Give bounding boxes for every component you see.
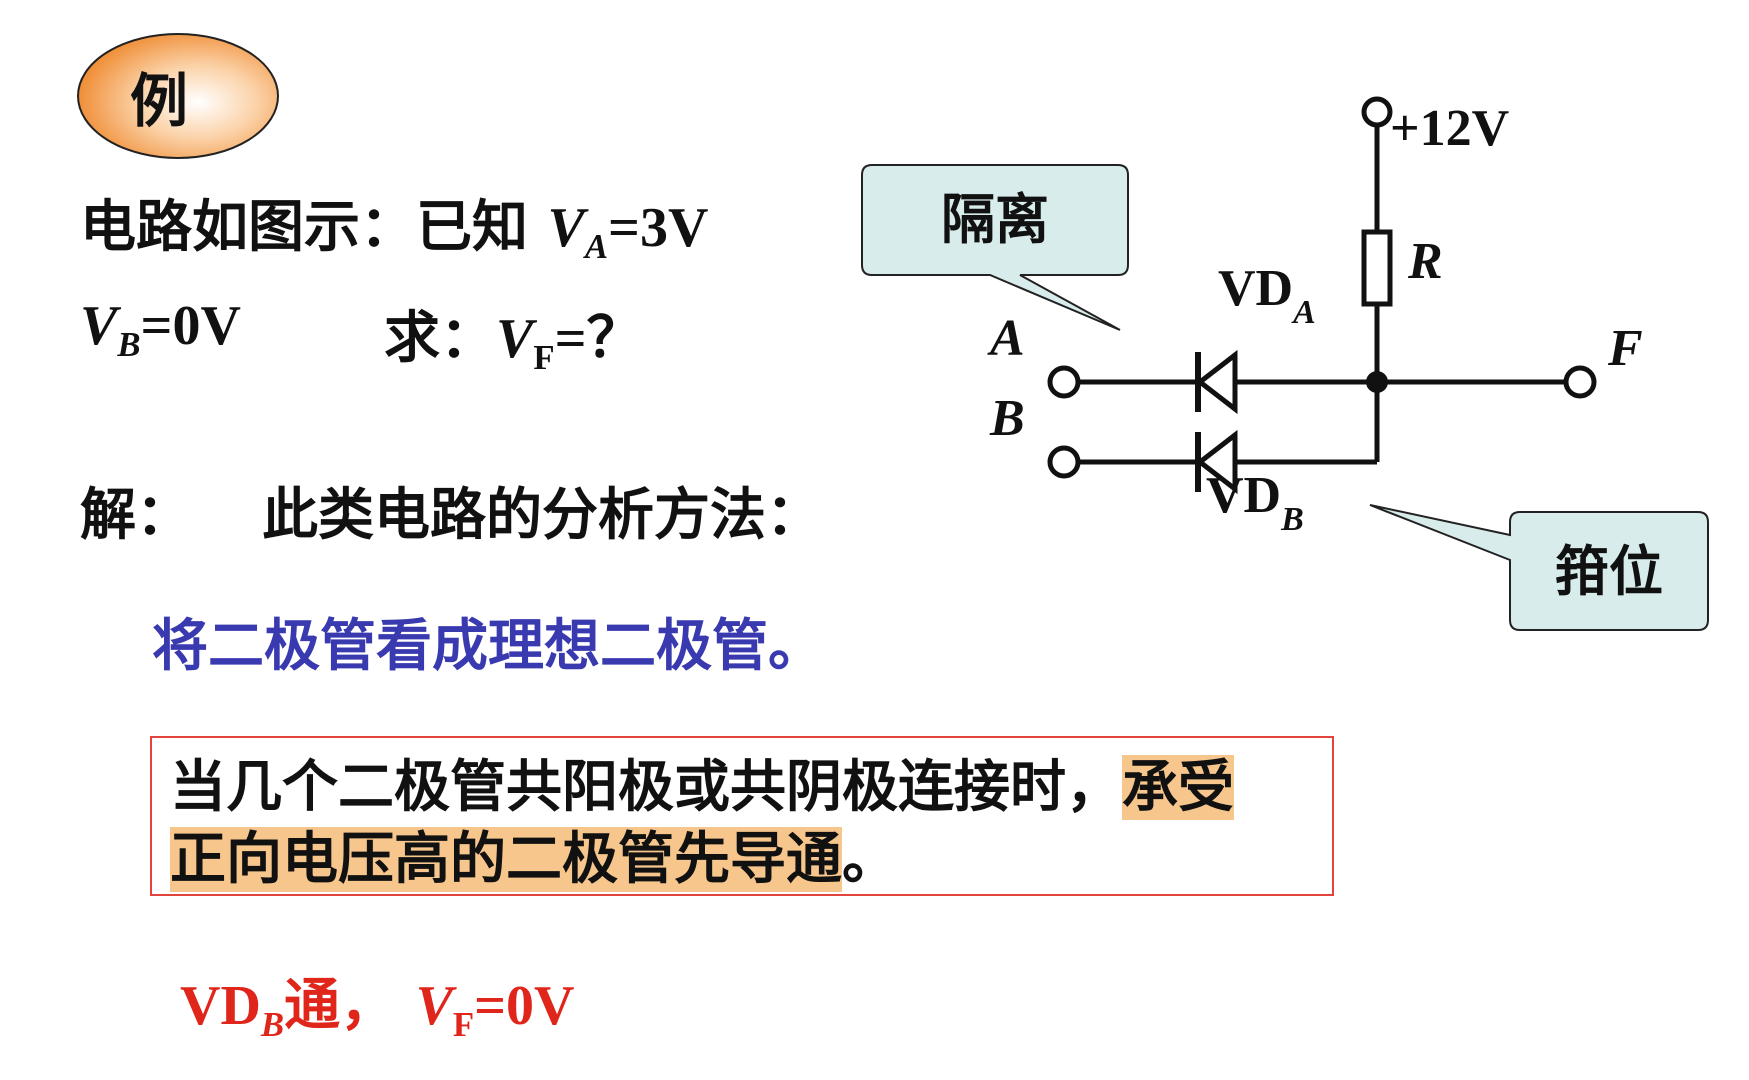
callout-clamp: 箝位 (1369, 504, 1709, 631)
ask-statement: 求：VF=？ (384, 293, 643, 378)
rule-text: 当几个二极管共阳极或共阴极连接时，承受正向电压高的二极管先导通。 (170, 752, 1320, 896)
circuit-diagram: 隔离 箝位 +12V R A VDA F (850, 80, 1730, 640)
terminal-a (1047, 365, 1081, 399)
answer-value: =0V (474, 975, 575, 1037)
answer-mid: 通， (284, 973, 397, 1038)
method-heading: 此类电路的分析方法： (262, 483, 822, 548)
vb-statement: VB=0V (80, 293, 241, 362)
supply-label: +12V (1390, 100, 1509, 157)
terminal-b (1047, 445, 1081, 479)
vf-variable: V (496, 308, 534, 370)
supply-terminal (1361, 96, 1393, 128)
answer-variable-subscript: F (452, 1005, 475, 1045)
va-subscript: A (584, 227, 609, 267)
ideal-diode-note: 将二极管看成理想二极管。 (152, 614, 824, 679)
node-b-label: B (989, 390, 1025, 447)
answer-vd: VD (180, 975, 261, 1037)
va-value: =3V (608, 197, 709, 259)
given-statement: 电路如图示：已知 VA=3V (80, 182, 709, 267)
given-prefix: 电路如图示：已知 (80, 195, 528, 260)
diode-b-subscript: B (1280, 501, 1304, 538)
example-badge: 例 (74, 30, 284, 162)
resistor-label: R (1407, 233, 1443, 290)
example-label: 例 (129, 67, 188, 135)
answer-line: VDB通， VF=0V (180, 960, 575, 1045)
node-a-label: A (987, 310, 1025, 367)
rule-plain: 当几个二极管共阳极或共阴极连接时， (170, 755, 1122, 820)
diode-b-label: VDB (1206, 467, 1304, 538)
vb-subscript: B (117, 325, 141, 365)
ask-prefix: 求： (384, 306, 496, 371)
vb-variable: V (80, 295, 118, 357)
va-variable: V (547, 197, 585, 259)
vb-value: =0V (140, 295, 241, 357)
diode-b-text: VD (1206, 467, 1281, 524)
callout-isolation-text: 隔离 (941, 188, 1049, 251)
answer-vd-subscript: B (260, 1005, 285, 1045)
rule-highlight-1: 承受 (1122, 755, 1234, 820)
diode-a (1195, 349, 1238, 415)
diode-a-subscript: A (1291, 294, 1316, 331)
vf-value: =？ (554, 308, 643, 370)
callout-isolation: 隔离 (861, 164, 1129, 331)
terminal-f (1563, 365, 1597, 399)
diode-a-label: VDA (1218, 260, 1316, 331)
rule-highlight-2: 正向电压高的二极管先导通 (170, 827, 842, 892)
answer-variable: V (415, 975, 453, 1037)
resistor (1361, 229, 1393, 307)
diode-b (1195, 429, 1238, 495)
node-f-label: F (1607, 320, 1643, 377)
callout-clamp-text: 箝位 (1555, 540, 1663, 603)
rule-end: 。 (842, 827, 898, 892)
diode-a-text: VD (1218, 260, 1293, 317)
rule-box (150, 736, 1334, 896)
solution-label: 解： (80, 483, 192, 548)
vf-subscript: F (533, 338, 555, 378)
